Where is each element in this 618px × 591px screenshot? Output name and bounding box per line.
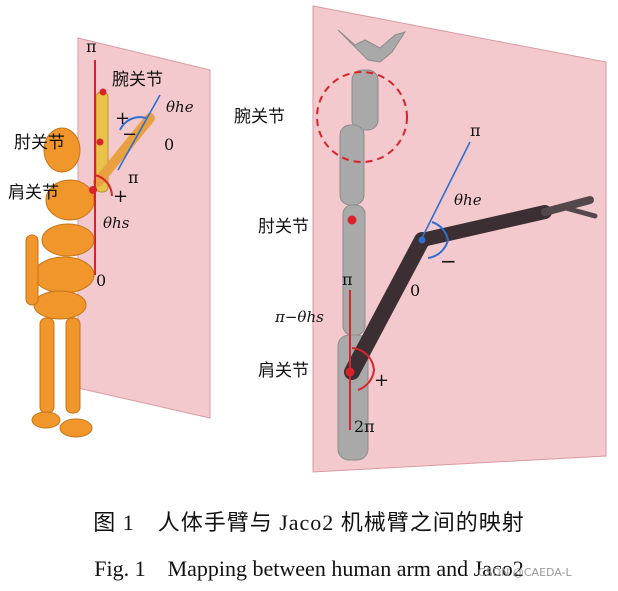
left-label-theta-he: θhe [166,98,194,116]
left-label-wrist: 腕关节 [112,70,163,90]
right-robot-elbow-dot [418,236,426,244]
right-wrist-circle [316,71,408,163]
left-label-elbow: 肘关节 [14,133,65,153]
left-elbow-dot [96,138,104,146]
caption-english: Fig. 1 Mapping between human arm and Jac… [94,556,524,581]
left-wrist-dot [99,88,107,96]
left-label-zero-bottom: 0 [96,271,106,290]
left-label-zero-elbow: 0 [164,135,174,154]
right-shoulder-dot [345,367,355,377]
left-shoulder-dot [89,186,97,194]
right-sign-minus-elbow: − [440,249,457,273]
left-shoulder-arc [94,174,113,197]
left-sign-plus-elbow: + [115,108,130,129]
left-label-pi-top: π [86,37,97,56]
human-figure [25,127,95,438]
left-label-shoulder: 肩关节 [8,183,59,203]
right-label-pi-shoulder: π [342,270,353,289]
left-sign-minus-elbow: − [122,124,137,145]
right-elbow-axis [419,141,471,243]
left-label-theta-hs: θhs [103,214,130,232]
right-plane [312,5,607,473]
left-label-pi-elbow: π [128,168,139,187]
right-panel: 腕关节 π θhe 肘关节 − π 0 π−θhs 肩关节 + 2π [234,5,607,473]
right-label-pi-elbow: π [470,121,481,140]
left-elbow-axis [117,94,161,171]
right-sign-plus-shoulder: + [374,370,389,391]
right-label-elbow: 肘关节 [258,217,309,237]
right-elbow-arc [427,221,450,259]
caption-chinese: 图 1 人体手臂与 Jaco2 机械臂之间的映射 [93,510,525,535]
right-label-zero-elbow: 0 [410,281,420,300]
right-shoulder-arc [351,347,376,391]
right-label-pi-minus-theta-hs: π−θhs [274,308,324,326]
watermark-text: CSDN @CAEDA-L [478,566,572,579]
left-elbow-arc [119,116,147,131]
right-label-theta-he: θhe [454,191,482,209]
right-label-shoulder: 肩关节 [258,361,309,381]
left-sign-plus-shoulder: + [113,186,128,207]
left-panel: π 腕关节 θhe + − 肘关节 0 π 肩关节 + θhs 0 [8,37,211,438]
right-label-two-pi: 2π [354,417,375,436]
robot-mapped-pose [344,196,598,380]
right-label-wrist: 腕关节 [234,107,285,127]
right-elbow-dot [347,215,357,225]
